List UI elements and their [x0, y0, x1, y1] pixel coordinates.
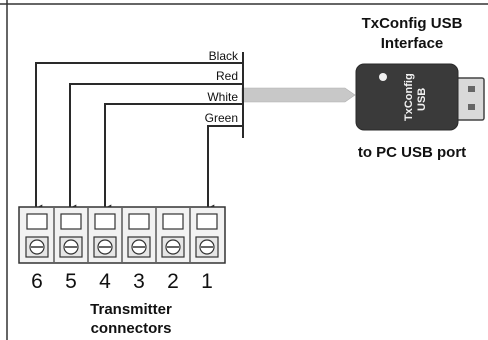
usb-stick-label-line1: TxConfig — [403, 73, 415, 121]
usb-plug-contact-bottom — [468, 104, 475, 110]
pin-number-label: 3 — [133, 270, 145, 293]
wire-white — [104, 103, 243, 212]
terminal-cell — [93, 208, 123, 262]
usb-title-line2: Interface — [381, 35, 444, 52]
terminal-cell — [161, 208, 191, 262]
usb-plug-contact-top — [468, 86, 475, 92]
terminal-wire-hole — [128, 213, 150, 230]
usb-led-dot — [379, 73, 387, 81]
terminal-wire-hole — [26, 213, 48, 230]
terminal-wire-hole — [60, 213, 82, 230]
usb-title-line1: TxConfig USB — [362, 15, 463, 32]
terminal-wire-hole — [162, 213, 184, 230]
terminal-cell — [127, 208, 157, 262]
terminal-caption-line1: Transmitter — [90, 301, 172, 318]
pin-number-label: 6 — [31, 270, 43, 293]
usb-plug — [455, 77, 485, 121]
terminal-cells — [25, 208, 219, 262]
wire-label-red: Red — [216, 69, 238, 83]
ribbon-cable — [241, 87, 356, 103]
wire-green — [207, 125, 243, 212]
terminal-caption-line2: connectors — [91, 320, 172, 337]
wire-red — [69, 83, 243, 212]
pin-number-label: 1 — [201, 270, 213, 293]
usb-port-caption: to PC USB port — [358, 144, 466, 161]
terminal-wire-hole — [196, 213, 218, 230]
terminal-cell — [195, 213, 219, 258]
usb-stick: TxConfig USB — [355, 63, 485, 131]
terminal-wire-hole — [94, 213, 116, 230]
wire-label-green: Green — [205, 111, 238, 125]
pin-number-label: 4 — [99, 270, 111, 293]
wire-label-black: Black — [209, 49, 239, 63]
pin-number-label: 5 — [65, 270, 77, 293]
wire-label-white: White — [207, 90, 238, 104]
terminal-cell — [59, 208, 89, 262]
terminal-cell — [25, 208, 55, 262]
terminal-block — [18, 206, 226, 264]
usb-stick-label-line2: USB — [416, 88, 428, 111]
pin-number-label: 2 — [167, 270, 179, 293]
wire-black — [35, 62, 243, 212]
